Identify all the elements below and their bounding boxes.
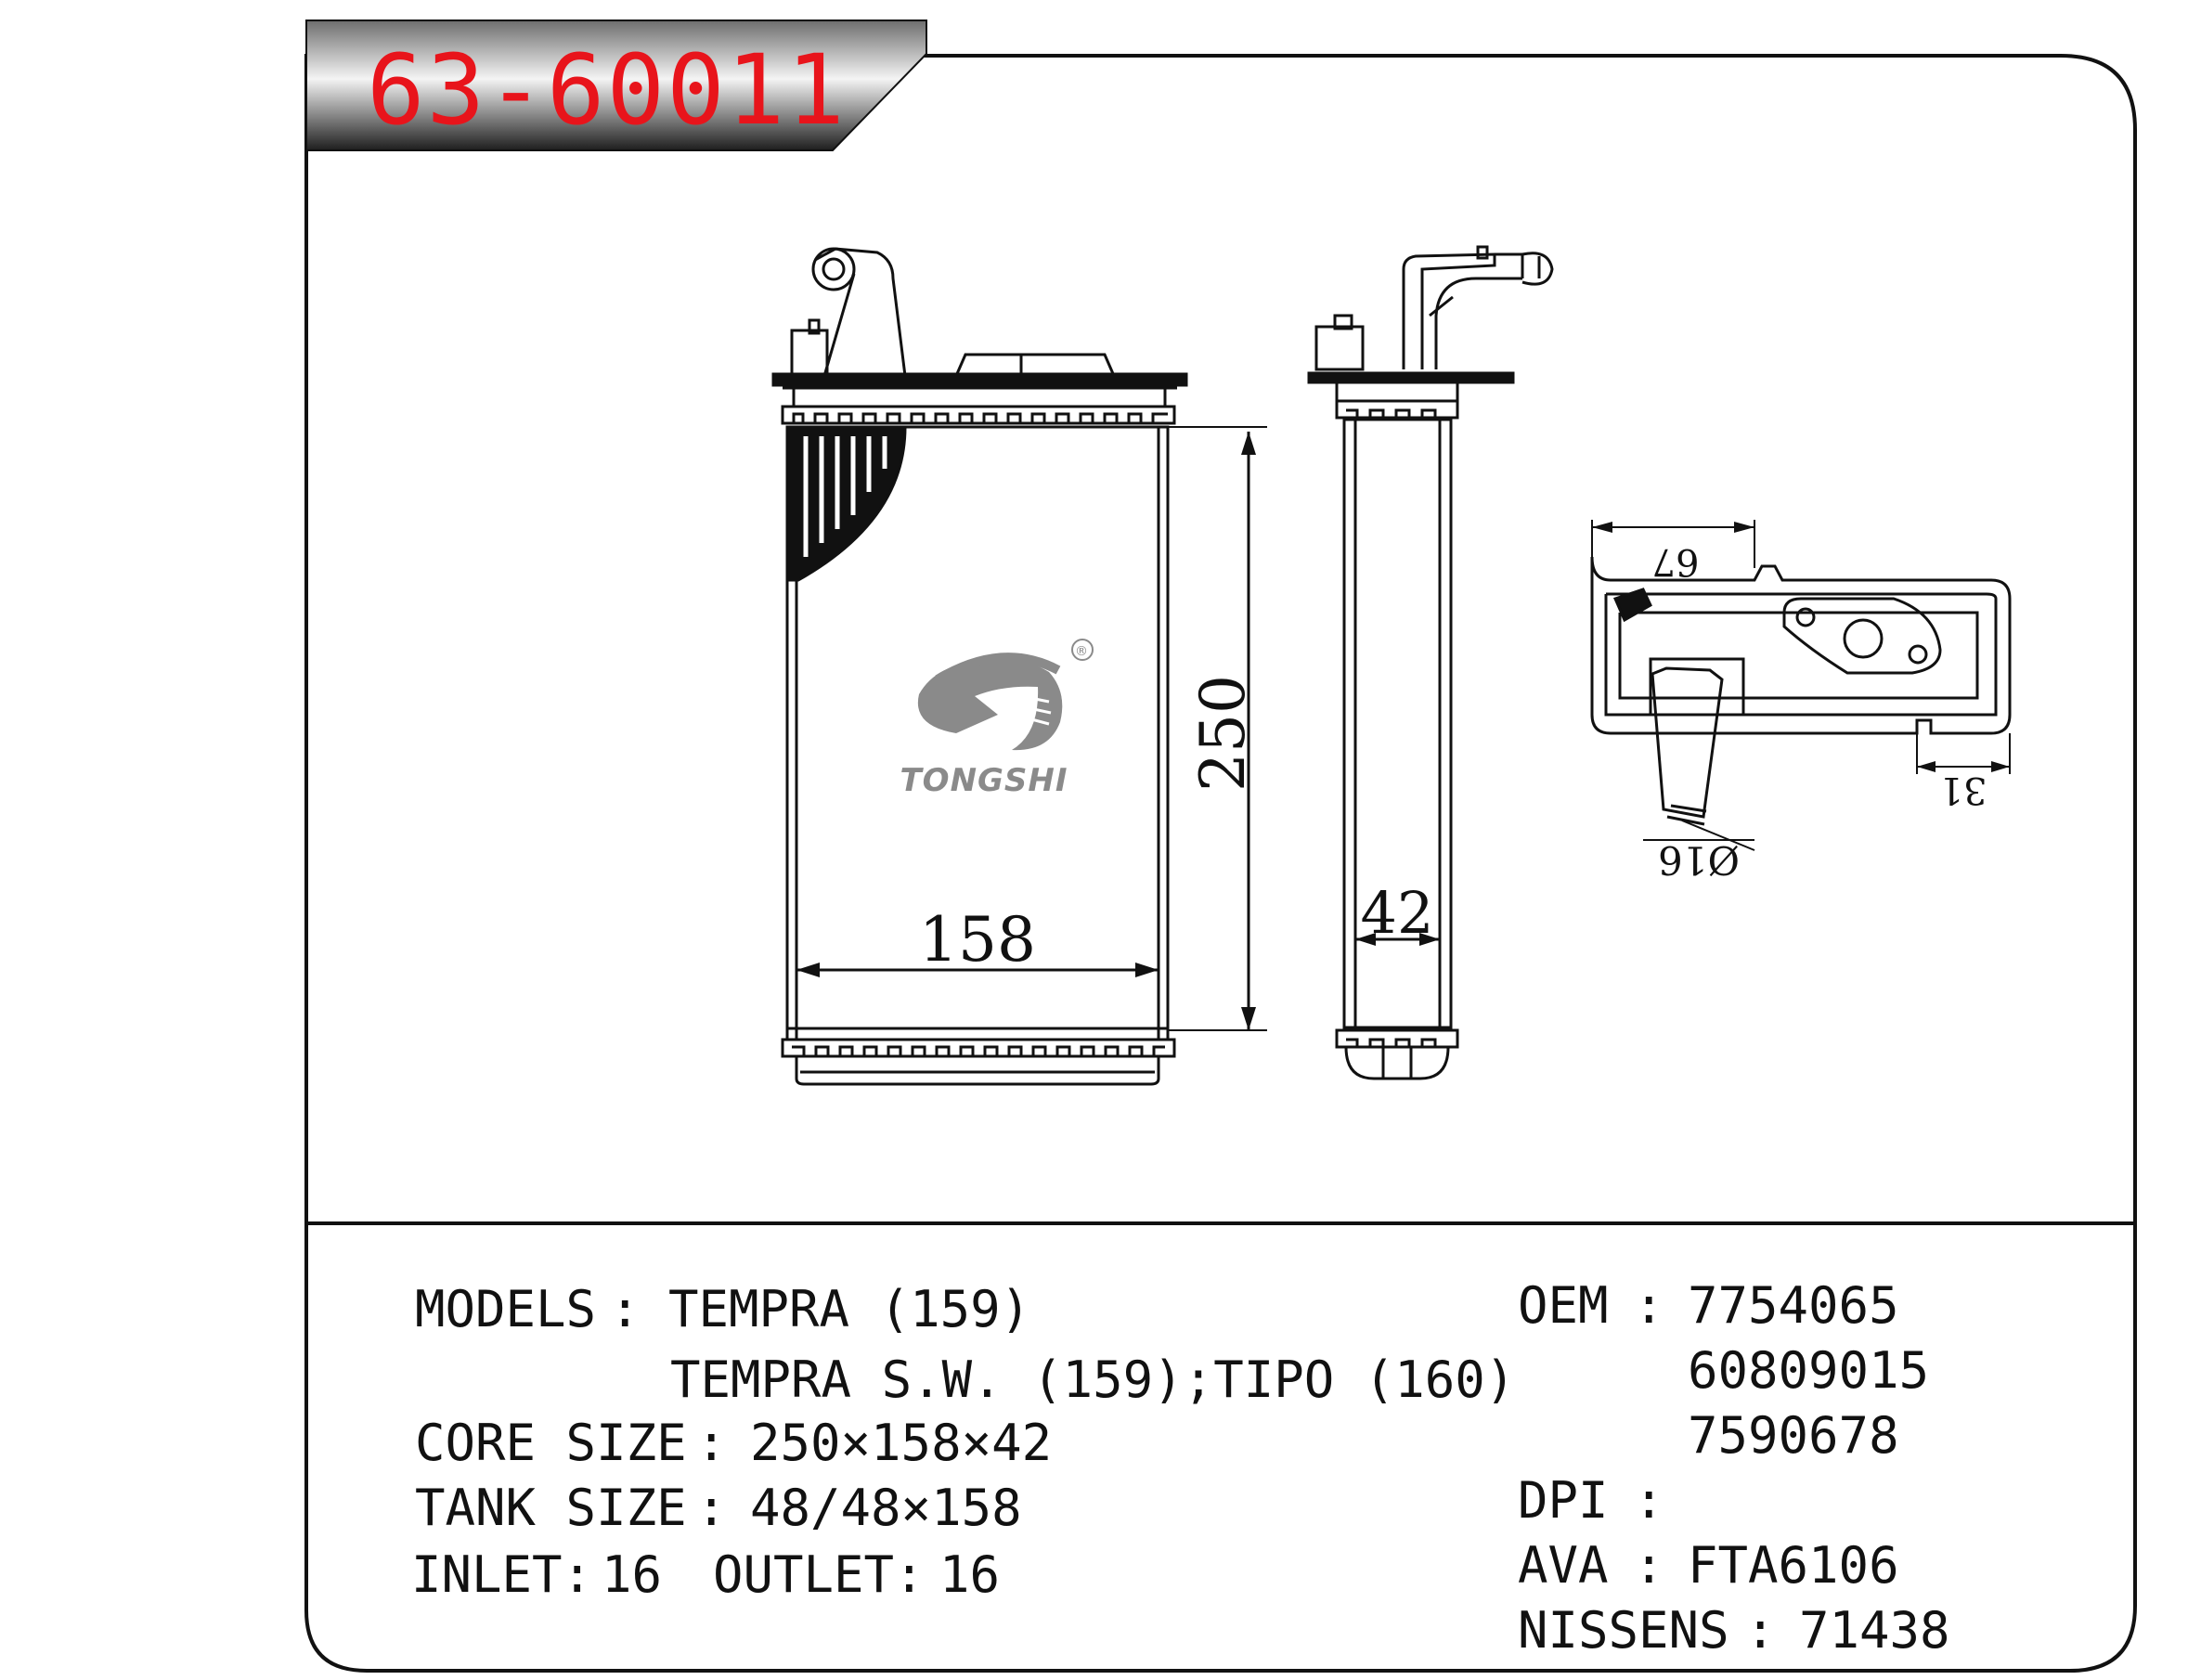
oem-label: OEM [1518, 1276, 1609, 1335]
inlet-value: 16 [602, 1545, 663, 1604]
dim-core-width: 158 [919, 904, 1036, 976]
models-label: MODELS [415, 1280, 597, 1338]
dpi-label: DPI [1518, 1471, 1609, 1530]
dpi-colon: : [1634, 1471, 1664, 1530]
registered-symbol: ® [1075, 644, 1088, 659]
part-number-title: 63-60011 [367, 33, 847, 147]
inlet-label: INLET: [411, 1545, 593, 1604]
ava-label: AVA [1518, 1536, 1609, 1595]
title-banner [305, 19, 927, 151]
core-size-colon: : [696, 1414, 727, 1472]
tank-size-value: 48/48×158 [750, 1479, 1022, 1537]
models-colon: : [610, 1280, 641, 1338]
nissens-value: 71438 [1799, 1601, 1950, 1660]
sheet-frame [304, 54, 2137, 1673]
dim-core-depth: 42 [1361, 879, 1434, 947]
ava-value: FTA6106 [1688, 1536, 1899, 1595]
ava-colon: : [1634, 1536, 1664, 1595]
oem-value-3: 7590678 [1688, 1406, 1899, 1465]
oem-value-2: 60809015 [1688, 1341, 1930, 1400]
tank-size-label: TANK SIZE [415, 1479, 687, 1537]
dim-core-height: 250 [1187, 675, 1259, 792]
outlet-value: 16 [939, 1545, 1001, 1604]
nissens-label: NISSENS [1518, 1601, 1729, 1660]
tongshi-logo-mark [917, 653, 1063, 751]
dim-flange-offset: 31 [1940, 769, 1987, 811]
oem-value-1: 7754065 [1688, 1276, 1899, 1335]
flange-detail-drawing [1590, 556, 2012, 826]
models-line-1: TEMPRA (159) [668, 1280, 1031, 1338]
tank-size-colon: : [696, 1479, 727, 1537]
brand-name: TONGSHI [900, 762, 1068, 799]
side-view-drawing [1307, 245, 1554, 1080]
dim-pipe-diameter: Ø16 [1658, 837, 1740, 883]
front-view-dimensions [796, 426, 1267, 1031]
oem-colon: : [1634, 1276, 1664, 1335]
flange-detail-dimensions [1591, 520, 2011, 851]
models-line-2: TEMPRA S.W. (159);TIPO (160) [670, 1350, 1516, 1409]
dim-flange-width: 67 [1652, 540, 1700, 583]
core-size-value: 250×158×42 [750, 1414, 1053, 1472]
core-size-label: CORE SIZE [415, 1414, 687, 1472]
side-view-dimensions [1355, 933, 1440, 946]
registered-mark [1071, 639, 1094, 661]
outlet-label: OUTLET: [713, 1545, 925, 1604]
nissens-colon: : [1745, 1601, 1776, 1660]
front-view-drawing [771, 247, 1188, 1086]
